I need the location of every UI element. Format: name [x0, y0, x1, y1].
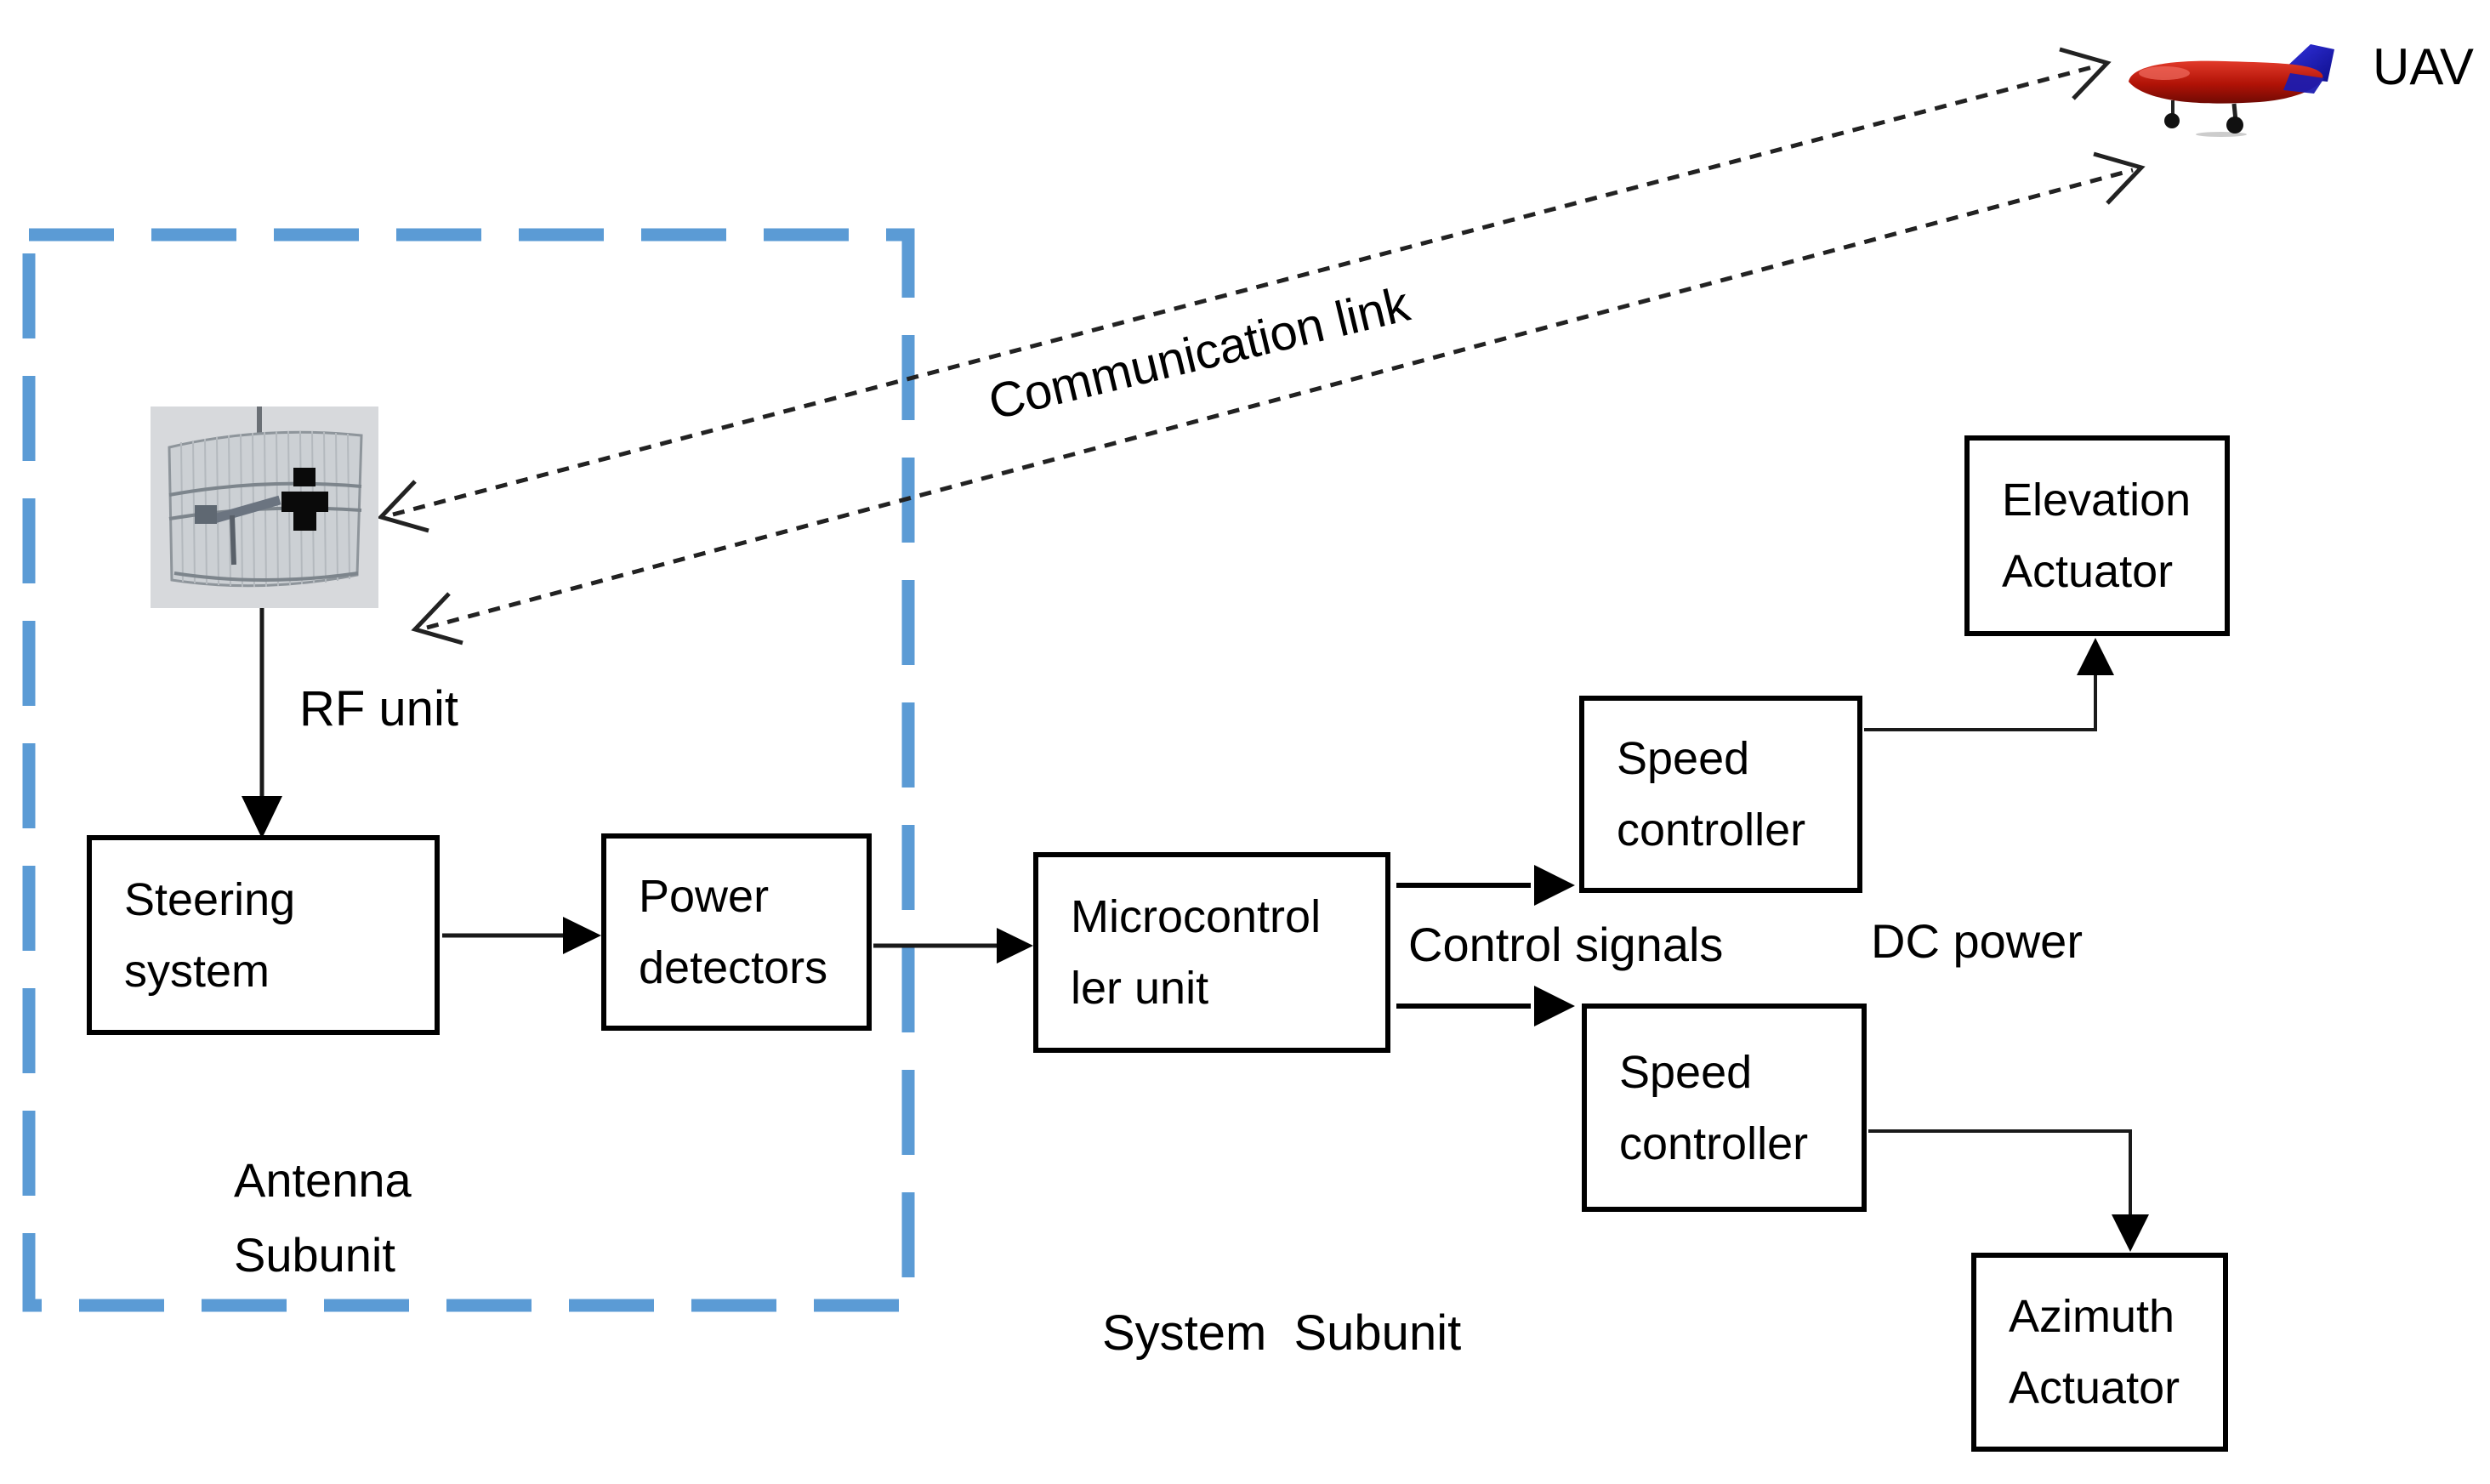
microcontroller-unit-box: Microcontrol ler unit	[1033, 852, 1390, 1053]
antenna-subunit-line2: Subunit	[234, 1228, 395, 1282]
box-label-line: Elevation	[2002, 475, 2192, 526]
box-label-line: Power	[639, 871, 770, 922]
box-label-line: controller	[1617, 805, 1806, 856]
box-label-line: Actuator	[2002, 546, 2174, 597]
antenna-subunit-dashed-frame	[22, 228, 915, 1312]
power-detectors-box: Power detectors	[601, 833, 872, 1031]
uav-plane-icon	[2129, 44, 2334, 137]
box-label-line: ler unit	[1071, 963, 1209, 1014]
control-signals-label: Control signals	[1408, 918, 1724, 971]
arrow-speed-bottom-to-azimuth	[1868, 1129, 2149, 1252]
arrow-microcontroller-to-speed-top	[1396, 865, 1575, 906]
antenna-subunit-line1: Antenna	[234, 1153, 412, 1207]
uav-label: UAV	[2373, 38, 2474, 95]
box-label-line: controller	[1619, 1117, 1809, 1169]
azimuth-actuator-box: Azimuth Actuator	[1971, 1253, 2228, 1452]
box-label-line: system	[124, 945, 270, 997]
box-label-line: detectors	[639, 942, 828, 993]
communication-link-lower-arrow	[411, 151, 2146, 645]
box-label-line: Azimuth	[2009, 1291, 2175, 1342]
system-subunit-label: System Subunit	[1102, 1305, 1462, 1361]
antenna-subunit-label: Antenna Subunit	[234, 1143, 412, 1293]
arrow-antenna-to-steering	[242, 608, 282, 839]
arrow-power-to-microcontroller	[873, 928, 1033, 964]
elevation-actuator-box: Elevation Actuator	[1964, 435, 2230, 636]
antenna-photo	[151, 407, 378, 608]
communication-link-upper-arrow	[377, 47, 2112, 533]
arrow-steering-to-power	[442, 917, 601, 954]
box-label-line: Speed	[1619, 1046, 1753, 1098]
rf-unit-label: RF unit	[299, 681, 458, 736]
dc-power-label: DC power	[1871, 914, 2083, 968]
arrow-microcontroller-to-speed-bottom	[1396, 986, 1575, 1026]
box-label-line: Actuator	[2009, 1362, 2180, 1413]
arrow-speed-top-to-elevation	[1864, 638, 2114, 731]
box-label-line: Speed	[1617, 733, 1750, 784]
speed-controller-azimuth-box: Speed controller	[1582, 1004, 1867, 1212]
steering-system-box: Steering system	[87, 835, 440, 1035]
speed-controller-elevation-box: Speed controller	[1579, 696, 1862, 893]
box-label-line: Steering	[124, 873, 296, 925]
box-label-line: Microcontrol	[1071, 891, 1322, 942]
